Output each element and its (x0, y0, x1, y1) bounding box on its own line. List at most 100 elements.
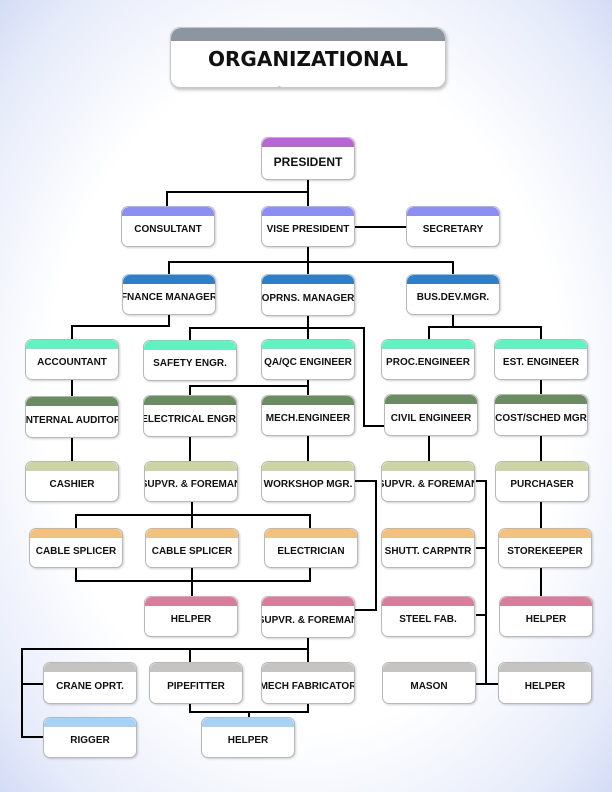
node-label: RIGGER (70, 735, 110, 746)
node-color-bar (383, 663, 475, 672)
node-label: COST/SCHED MGR (495, 412, 587, 424)
node-label: OPRNS. MANAGER (261, 292, 355, 304)
node-bus-dev-mgr[interactable]: BUS.DEV.MGR. (406, 274, 500, 315)
chart-title-box: ORGANIZATIONAL CHART (170, 27, 446, 88)
node-color-bar (407, 275, 499, 284)
node-storekeeper[interactable]: STOREKEEPER (498, 528, 592, 568)
node-cable-splicer-2[interactable]: CABLE SPLICER (145, 528, 239, 568)
node-label: PURCHASER (510, 479, 574, 490)
node-supvr-foreman-workshop[interactable]: SUPVR. & FOREMAN (261, 596, 355, 638)
node-cashier[interactable]: CASHIER (25, 461, 119, 502)
node-color-bar (262, 138, 354, 147)
node-finance-manager[interactable]: FNANCE MANAGER (122, 274, 216, 315)
node-label: PROC.ENGINEER (386, 357, 470, 368)
node-color-bar (26, 462, 118, 471)
node-color-bar (500, 597, 592, 606)
node-label: STEEL FAB. (399, 614, 457, 625)
node-crane-oprt[interactable]: CRANE OPRT. (43, 662, 137, 704)
node-label: CRANE OPRT. (56, 680, 124, 692)
node-color-bar (262, 597, 354, 606)
node-cable-splicer-1[interactable]: CABLE SPLICER (29, 528, 123, 568)
node-vise-president[interactable]: VISE PRESIDENT (261, 206, 355, 247)
node-mason[interactable]: MASON (382, 662, 476, 704)
node-oprns-manager[interactable]: OPRNS. MANAGER (261, 274, 355, 316)
connector-vp-to-managers (168, 247, 454, 274)
node-label: ACCOUNTANT (37, 357, 107, 368)
node-label: MASON (410, 680, 448, 692)
connector-busdev-to-engineers (428, 315, 542, 339)
node-color-bar (495, 395, 587, 404)
node-internal-auditor[interactable]: INTERNAL AUDITOR (25, 396, 119, 438)
node-label: HELPER (170, 614, 212, 625)
node-color-bar (123, 275, 215, 284)
node-supvr-foreman-electrical[interactable]: SUPVR. & FOREMAN (144, 461, 238, 502)
node-label: INTERNAL AUDITOR (25, 414, 119, 426)
node-label: HELPER (227, 735, 269, 746)
node-color-bar (202, 718, 294, 727)
connector-supvr-to-trades (75, 502, 311, 528)
node-steel-fab[interactable]: STEEL FAB. (381, 596, 475, 637)
node-color-bar (382, 529, 474, 538)
node-color-bar (30, 529, 122, 538)
node-mech-engineer[interactable]: MECH.ENGINEER (261, 395, 355, 436)
node-label: MECH.ENGINEER (265, 413, 351, 424)
node-mech-fabricator[interactable]: MECH FABRICATOR (261, 662, 355, 704)
node-label: ELECTRICAL ENGR. (143, 413, 237, 425)
node-label: SECRETARY (422, 224, 484, 235)
node-color-bar (145, 462, 237, 471)
node-cost-sched-mgr[interactable]: COST/SCHED MGR (494, 394, 588, 436)
node-label: HELPER (525, 614, 567, 625)
node-label: QA/QC ENGINEER (264, 357, 352, 368)
node-helper-civil[interactable]: HELPER (498, 662, 592, 704)
node-color-bar (262, 396, 354, 405)
node-shutt-carpntr[interactable]: SHUTT. CARPNTR (381, 528, 475, 568)
connector-crews-to-helper (189, 702, 309, 717)
node-consultant[interactable]: CONSULTANT (121, 206, 215, 247)
node-color-bar (495, 340, 587, 349)
connector-trades-bottom-bus (75, 568, 311, 596)
node-est-engineer[interactable]: EST. ENGINEER (494, 339, 588, 380)
node-color-bar (382, 340, 474, 349)
node-helper-electrical[interactable]: HELPER (144, 596, 238, 637)
node-accountant[interactable]: ACCOUNTANT (25, 339, 119, 380)
node-safety-engr[interactable]: SAFETY ENGR. (143, 340, 237, 381)
node-label: STOREKEEPER (507, 545, 583, 557)
node-label: SHUTT. CARPNTR (384, 545, 472, 557)
node-color-bar (499, 529, 591, 538)
node-label: CIVIL ENGINEER (390, 412, 472, 424)
node-color-bar (262, 663, 354, 672)
node-helper-purchasing[interactable]: HELPER (499, 596, 593, 637)
node-purchaser[interactable]: PURCHASER (495, 461, 589, 502)
node-color-bar (150, 663, 242, 672)
node-civil-engineer[interactable]: CIVIL ENGINEER (384, 394, 478, 436)
connector-oprns-to-level4 (189, 316, 384, 427)
node-label: PRESIDENT (273, 154, 343, 169)
node-helper-workshop[interactable]: HELPER (201, 717, 295, 758)
node-workshop-mgr[interactable]: WORKSHOP MGR. (261, 461, 355, 502)
node-label: HELPER (524, 680, 566, 692)
node-pipefitter[interactable]: PIPEFITTER (149, 662, 243, 704)
node-color-bar (499, 663, 591, 672)
node-secretary[interactable]: SECRETARY (406, 206, 500, 247)
node-rigger[interactable]: RIGGER (43, 717, 137, 758)
node-electrical-engr[interactable]: ELECTRICAL ENGR. (143, 395, 237, 437)
connector-workshop-to-supvr (355, 480, 377, 611)
node-color-bar (262, 275, 354, 284)
node-qa-qc-engineer[interactable]: QA/QC ENGINEER (261, 339, 355, 380)
connector-supvr3-to-crews (21, 638, 309, 738)
node-president[interactable]: PRESIDENT (261, 137, 355, 180)
node-label: FNANCE MANAGER (122, 292, 216, 303)
node-color-bar (265, 529, 357, 538)
node-label: VISE PRESIDENT (266, 224, 350, 235)
node-supvr-foreman-civil[interactable]: SUPVR. & FOREMAN (381, 461, 475, 502)
connector-president-to-vp (166, 180, 309, 206)
node-proc-engineer[interactable]: PROC.ENGINEER (381, 339, 475, 380)
node-label: CASHIER (49, 479, 95, 490)
node-label: CONSULTANT (134, 224, 202, 235)
node-label: SUPVR. & FOREMAN (261, 614, 355, 626)
node-label: WORKSHOP MGR. (263, 479, 353, 490)
node-electrician[interactable]: ELECTRICIAN (264, 528, 358, 568)
node-color-bar (26, 397, 118, 406)
node-color-bar (26, 340, 118, 349)
